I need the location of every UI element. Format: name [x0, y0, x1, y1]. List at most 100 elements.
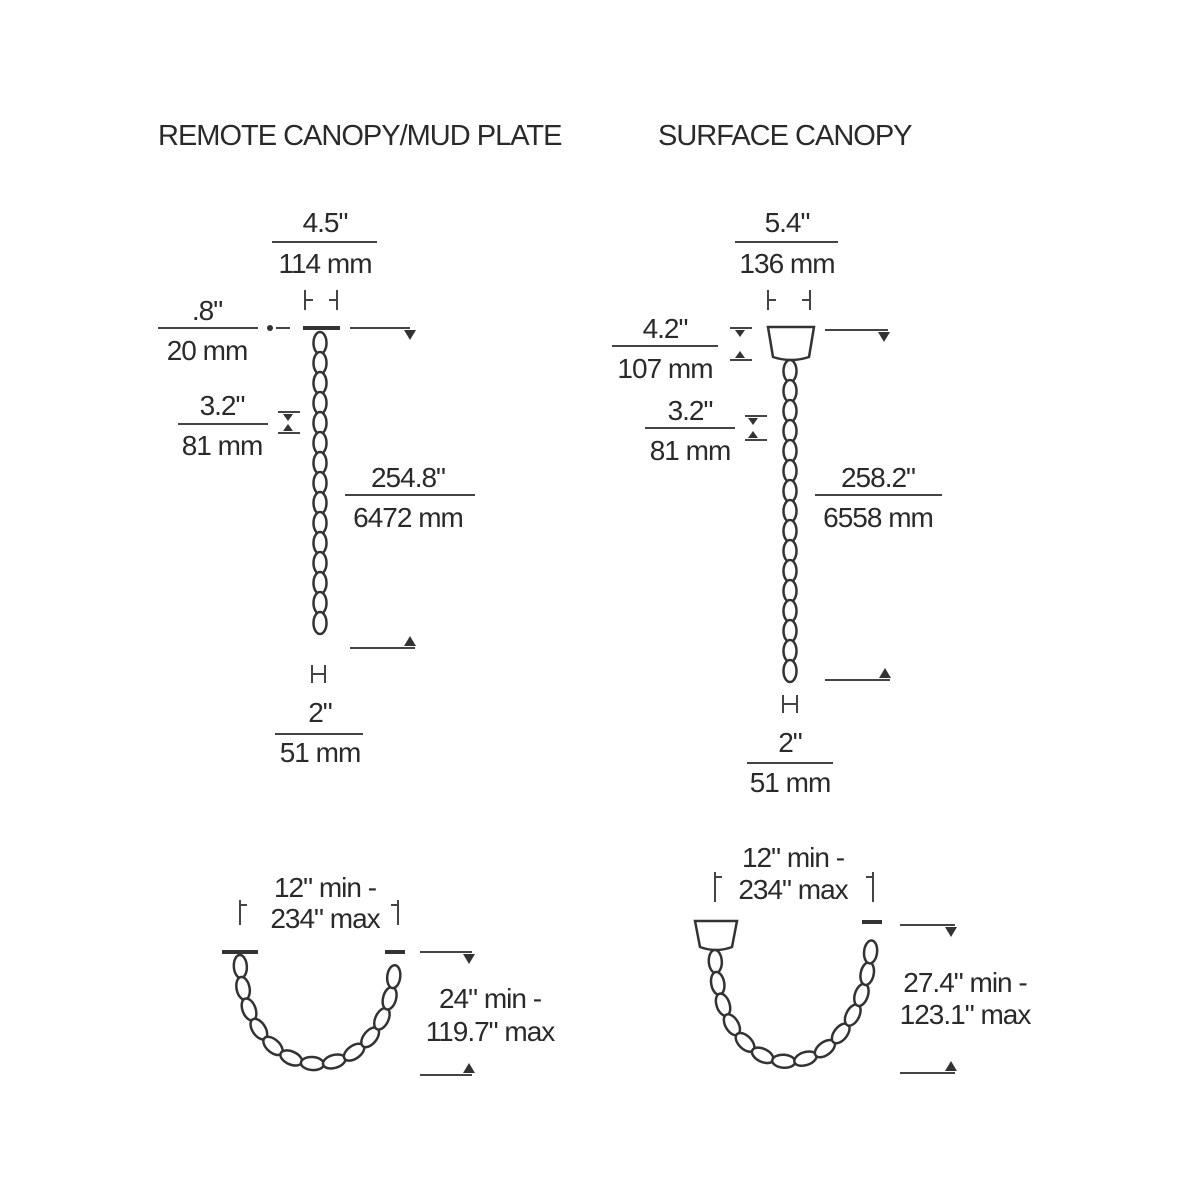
left-link-length-in: 3.2" [200, 390, 245, 421]
chain-link [312, 470, 328, 496]
chain-link [312, 590, 328, 616]
chain-link [385, 963, 402, 990]
chain-link [707, 948, 724, 975]
left-loop-drop-line2: 119.7" max [426, 1016, 556, 1047]
right-link-width-in: 2" [778, 727, 802, 758]
left-vertical-drawing: 4.5" 114 mm .8" 20 mm 3.2" 81 mm 254.8" … [158, 207, 475, 768]
chain-link [782, 518, 798, 544]
link-length-ticks [745, 415, 767, 441]
right-overall-length-mm: 6558 mm [823, 502, 933, 533]
left-canopy-height-mm: 20 mm [167, 335, 248, 366]
chain-link [312, 570, 328, 596]
chain-link [782, 618, 798, 644]
arrow-up-icon [404, 636, 416, 646]
right-loop-drawing: 12" min - 234" max 27.4" min - 123.1" ma… [693, 842, 1032, 1074]
right-chain [782, 358, 798, 684]
left-loop-chain [232, 953, 402, 1072]
dimension-dot [267, 325, 273, 331]
right-vertical-drawing: 5.4" 136 mm 4.2" 107 mm 3.2" 81 mm 258.2… [612, 207, 942, 798]
loop-width-ticks [714, 872, 874, 902]
left-canopy-height-in: .8" [192, 295, 222, 326]
chain-link [381, 985, 398, 1011]
right-link-length-in: 3.2" [668, 395, 713, 426]
arrow-up-icon [463, 1063, 475, 1073]
right-loop-drop-line2: 123.1" max [900, 999, 1032, 1030]
right-title: SURFACE CANOPY [658, 120, 912, 152]
right-loop-width-line2: 234" max [738, 874, 848, 905]
chain-link [859, 961, 876, 987]
chain-link [782, 538, 798, 564]
arrow-down-icon [945, 927, 957, 937]
right-canopy-width-mm: 136 mm [739, 248, 834, 279]
arrows-icon [283, 414, 293, 431]
chain-link [312, 450, 328, 476]
chain-link [782, 498, 798, 524]
chain-link [862, 939, 879, 965]
chain-link [782, 358, 798, 384]
chain-link [312, 530, 328, 556]
link-width-ticks [311, 665, 326, 683]
chain-link [782, 558, 798, 584]
width-ticks [767, 290, 811, 310]
arrows-icon [735, 330, 745, 358]
canopy-height-ticks [730, 327, 752, 361]
left-loop-width-line2: 234" max [270, 903, 380, 934]
chain-link [782, 398, 798, 424]
chain-link [782, 578, 798, 604]
arrow-down-icon [463, 954, 475, 964]
right-canopy-height-in: 4.2" [643, 313, 688, 344]
link-width-ticks [782, 695, 798, 713]
chain-link [312, 510, 328, 536]
chain-link [782, 638, 798, 664]
left-title: REMOTE CANOPY/MUD PLATE [158, 120, 562, 152]
arrow-up-icon [945, 1061, 957, 1071]
right-link-width-mm: 51 mm [750, 767, 831, 798]
width-ticks [304, 290, 338, 310]
chain-link [232, 953, 249, 980]
left-loop-drop-line1: 24" min - [439, 983, 542, 1014]
right-loop-drop-line1: 27.4" min - [903, 967, 1027, 998]
right-link-length-mm: 81 mm [650, 435, 731, 466]
chain-link [312, 330, 328, 356]
left-loop-drawing: 12" min - 234" max 24" min - 119.7" max [222, 872, 556, 1076]
chain-link [312, 410, 328, 436]
arrows-icon [748, 418, 758, 438]
chain-link [235, 975, 252, 1001]
chain-link [709, 970, 726, 996]
left-overall-length-mm: 6472 mm [353, 502, 463, 533]
right-canopy-height-mm: 107 mm [617, 353, 712, 384]
surface-canopy [766, 325, 816, 362]
right-overall-length-in: 258.2" [841, 462, 915, 493]
right-loop-width-line1: 12" min - [742, 842, 845, 873]
loop-width-ticks [239, 900, 399, 925]
chain-link [782, 418, 798, 444]
link-length-ticks [278, 411, 300, 434]
left-chain [312, 330, 328, 636]
chain-link [782, 378, 798, 404]
left-canopy-width-mm: 114 mm [278, 248, 371, 279]
left-overall-length-in: 254.8" [371, 462, 445, 493]
left-loop-width-line1: 12" min - [274, 872, 377, 903]
chain-link [782, 598, 798, 624]
surface-canopy [693, 919, 739, 952]
chain-link [782, 658, 798, 684]
chain-link [312, 490, 328, 516]
chain-link [852, 982, 870, 1008]
chain-link [782, 478, 798, 504]
chain-link [312, 350, 328, 376]
chain-link [299, 1055, 326, 1072]
left-link-width-in: 2" [308, 697, 332, 728]
chain-link [312, 430, 328, 456]
left-link-width-mm: 51 mm [280, 737, 361, 768]
chain-link [312, 550, 328, 576]
chain-link [312, 370, 328, 396]
chain-link [770, 1053, 797, 1070]
right-canopy-width-in: 5.4" [765, 207, 810, 238]
chain-link [782, 438, 798, 464]
chain-link [782, 458, 798, 484]
chain-link [312, 610, 328, 636]
left-link-length-mm: 81 mm [182, 430, 263, 461]
arrow-up-icon [879, 668, 891, 678]
left-canopy-width-in: 4.5" [303, 207, 348, 238]
